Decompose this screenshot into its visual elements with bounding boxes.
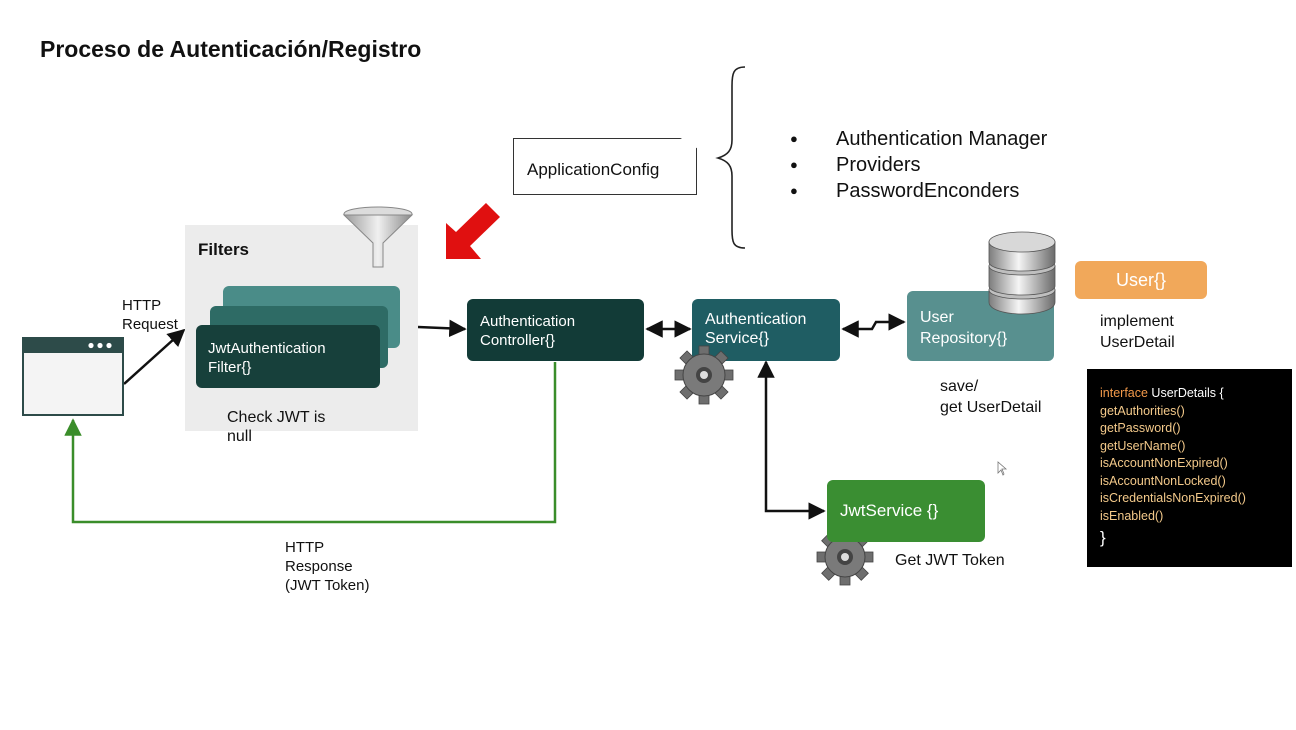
user-details-code-block: interface UserDetails { getAuthorities()… — [1087, 369, 1292, 567]
http-response-arrow — [64, 362, 557, 524]
authentication-service-label: Authentication Service{} — [705, 311, 807, 347]
jwt-service — [827, 480, 985, 542]
filters-note: Check JWT is null — [227, 409, 326, 445]
http-response-label: HTTP Response (JWT Token) — [285, 539, 370, 594]
authentication-service — [692, 299, 840, 361]
service-repository-arrow — [841, 313, 906, 338]
cursor-icon — [997, 461, 1008, 476]
database-icon — [985, 230, 1059, 316]
code-method: getPassword() — [1100, 421, 1181, 435]
bullet-item: Authentication Manager — [790, 126, 1047, 152]
brace-shape — [715, 66, 746, 249]
code-method: getUserName() — [1100, 439, 1186, 453]
code-method: getAuthorities() — [1100, 404, 1185, 418]
code-keyword: interface — [1100, 386, 1148, 400]
gear-icon — [670, 345, 738, 405]
jwt-authentication-filter-label: JwtAuthentication Filter{} — [208, 340, 326, 376]
code-method: isAccountNonLocked() — [1100, 474, 1226, 488]
application-config-bullets: Authentication Manager Providers Passwor… — [790, 126, 1047, 204]
http-request-label: HTTP Request — [122, 297, 178, 333]
code-method: isAccountNonExpired() — [1100, 456, 1228, 470]
code-method: isEnabled() — [1100, 509, 1164, 523]
service-jwt-arrow — [757, 360, 826, 520]
jwt-service-note: Get JWT Token — [895, 552, 1005, 569]
authentication-controller — [467, 299, 644, 361]
red-arrow-icon — [446, 203, 500, 259]
application-config-label: ApplicationConfig — [527, 160, 660, 179]
authentication-controller-label: Authentication Controller{} — [480, 313, 576, 349]
funnel-icon — [342, 205, 414, 269]
bullet-item: PasswordEnconders — [790, 178, 1047, 204]
jwt-service-label: JwtService {} — [840, 501, 939, 520]
code-method: isCredentialsNonExpired() — [1100, 491, 1246, 505]
user-entity-label: User{} — [1115, 270, 1167, 290]
browser-window-icon — [22, 337, 124, 416]
code-closing-brace: } — [1100, 528, 1106, 547]
http-request-arrow — [123, 328, 186, 385]
page-title: Proceso de Autenticación/Registro — [40, 36, 422, 62]
user-entity-note: implement UserDetail — [1100, 313, 1175, 351]
application-config-box: ApplicationConfig — [513, 138, 697, 195]
filters-to-controller-arrow — [417, 319, 467, 338]
filters-title: Filters — [198, 240, 250, 259]
code-interface-name: UserDetails { — [1147, 386, 1224, 400]
code-header: interface UserDetails { — [1100, 386, 1224, 400]
jwt-authentication-filter — [196, 325, 380, 388]
user-repository-note: save/ get UserDetail — [940, 378, 1042, 416]
user-repository-label: User Repository{} — [920, 309, 1008, 347]
bullet-item: Providers — [790, 152, 1047, 178]
user-entity-box: User{} — [1075, 261, 1207, 299]
